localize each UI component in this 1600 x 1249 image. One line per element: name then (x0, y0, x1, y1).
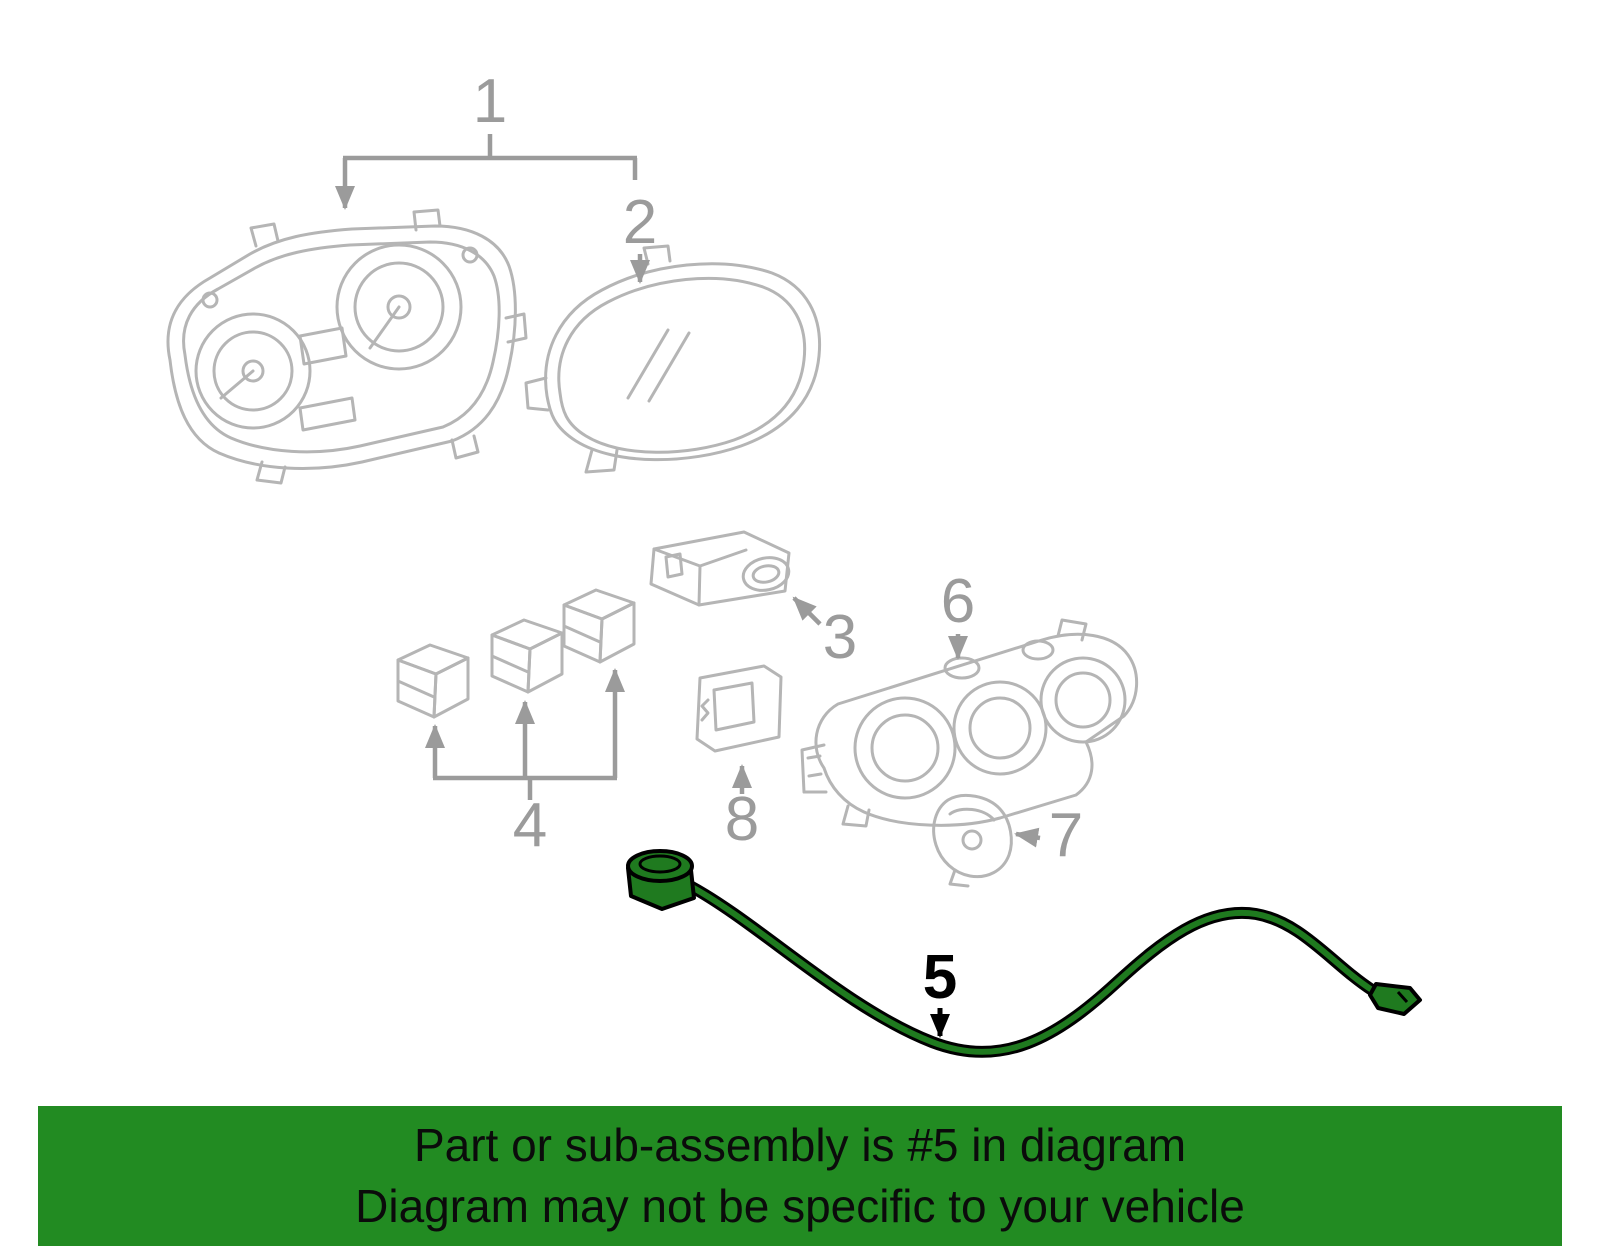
part-7-sensor-sketch (932, 793, 1013, 888)
part-5-wire-assembly (626, 849, 1422, 1058)
callout-2: 2 (623, 188, 657, 284)
part-5-cable-outline (684, 880, 1398, 1058)
part-2-cluster-lens-sketch (524, 244, 822, 474)
part-5-connector (1368, 982, 1422, 1016)
callout-8: 8 (725, 764, 759, 854)
callout-6: 6 (941, 567, 975, 660)
part-1-instrument-cluster-sketch (166, 208, 528, 485)
part-2-label: 2 (623, 188, 657, 257)
callout-5-highlighted: 5 (923, 943, 957, 1038)
part-3-label: 3 (823, 603, 857, 672)
callout-7: 7 (1014, 801, 1083, 870)
banner-line-2: Diagram may not be specific to your vehi… (355, 1180, 1245, 1232)
part-6-climate-control-sketch (800, 618, 1139, 828)
part-3-switch-sketch (649, 530, 791, 607)
callout-1: 1 (335, 67, 638, 210)
part-4-switches-sketch (396, 588, 636, 719)
callout-4: 4 (425, 668, 625, 860)
part-1-label: 1 (473, 67, 507, 136)
part-5-label: 5 (923, 943, 957, 1012)
banner-line-1: Part or sub-assembly is #5 in diagram (413, 1119, 1187, 1172)
part-5-switch (626, 849, 696, 911)
part-4-label: 4 (513, 791, 547, 860)
highlight-banner: Part or sub-assembly is #5 in diagram Di… (38, 1106, 1562, 1246)
part-7-label: 7 (1049, 801, 1083, 870)
callout-3: 3 (792, 596, 857, 672)
part-6-label: 6 (941, 567, 975, 636)
part-8-switch-sketch (695, 664, 783, 753)
part-5-cable (687, 883, 1395, 1055)
part-8-label: 8 (725, 785, 759, 854)
